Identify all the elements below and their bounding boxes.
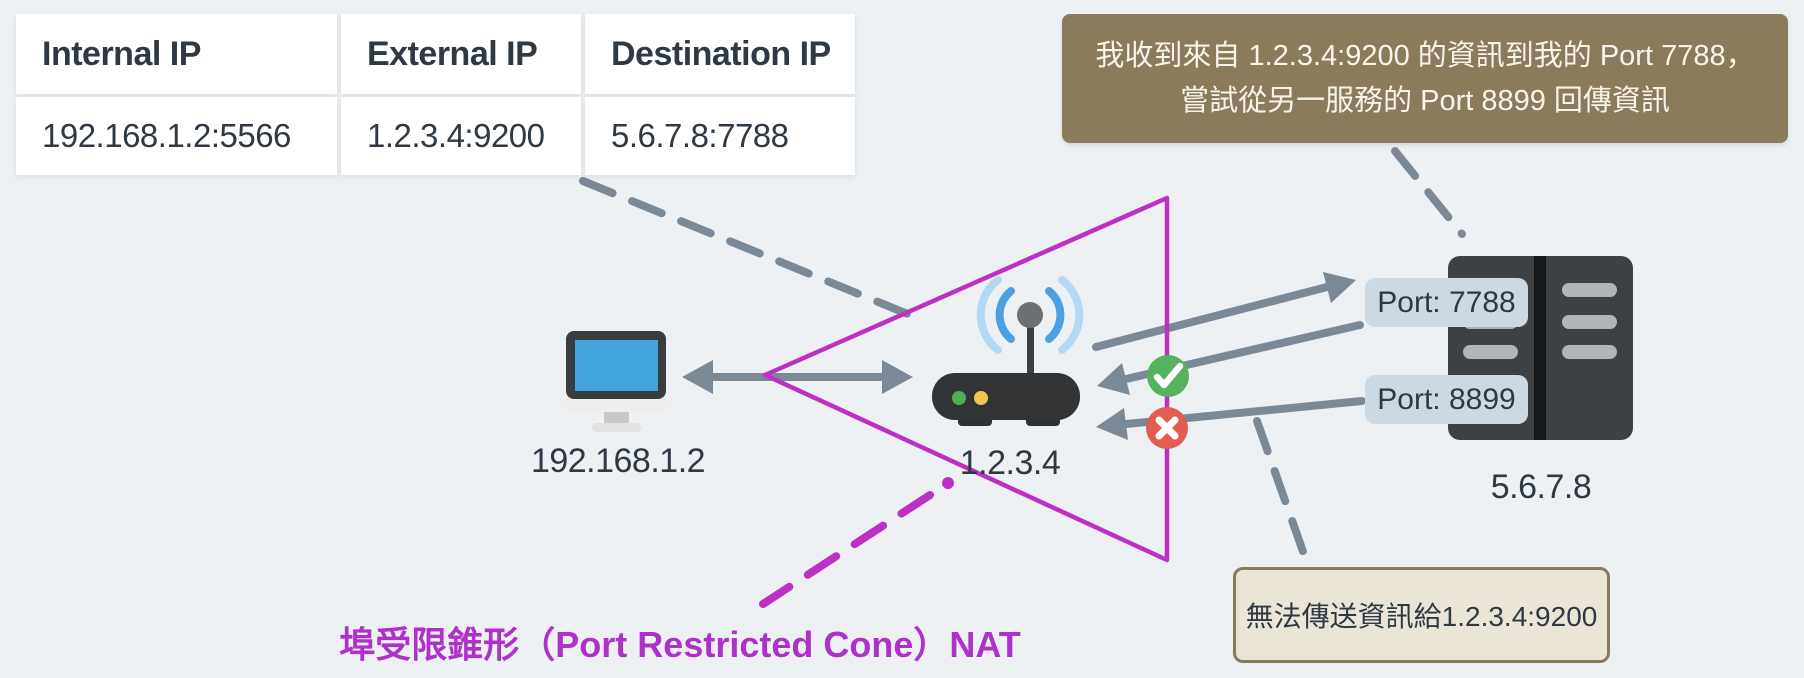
table-header-external-ip: External IP bbox=[341, 14, 581, 94]
router-led-green bbox=[952, 391, 966, 405]
cross-circle-icon bbox=[1146, 407, 1188, 449]
server-ip-label: 5.6.7.8 bbox=[1490, 468, 1592, 506]
server-slot bbox=[1562, 315, 1617, 329]
wifi-arc-left-inner bbox=[995, 287, 1015, 343]
server-slot bbox=[1562, 345, 1617, 359]
connector-note-to-arrow bbox=[1253, 417, 1310, 564]
router-ip-label: 1.2.3.4 bbox=[959, 444, 1061, 482]
monitor-stand-neck bbox=[604, 412, 629, 424]
arrow-router-to-port7788-shaft bbox=[1092, 283, 1331, 351]
server-slot bbox=[1463, 345, 1518, 359]
port-7788-badge: Port: 7788 bbox=[1365, 278, 1528, 327]
cross-mark bbox=[1155, 416, 1179, 440]
server-speech-line1: 我收到來自 1.2.3.4:9200 的資訊到我的 Port 7788， bbox=[1095, 39, 1755, 72]
blocked-note-box: 無法傳送資訊給1.2.3.4:9200 bbox=[1233, 567, 1610, 663]
arrow-port8899-to-router bbox=[1096, 397, 1366, 440]
client-ip-label: 192.168.1.2 bbox=[530, 442, 706, 480]
server-divider bbox=[1534, 256, 1546, 440]
monitor-stand-base bbox=[592, 423, 641, 432]
arrow-client-router-left-head bbox=[682, 360, 713, 394]
arrow-router-to-port7788-head bbox=[1323, 272, 1356, 303]
arrow-port7788-to-router-head bbox=[1097, 363, 1130, 395]
nat-pointer-dashed bbox=[759, 491, 934, 608]
wifi-arc-left-outer bbox=[976, 276, 1002, 354]
nat-type-title: 埠受限錐形（Port Restricted Cone）NAT bbox=[339, 624, 1021, 665]
arrow-client-router bbox=[682, 360, 913, 394]
table-cell-destination-ip: 5.6.7.8:7788 bbox=[585, 97, 855, 175]
wifi-arc-right-outer bbox=[1058, 276, 1084, 354]
server-slot bbox=[1562, 283, 1617, 297]
check-mark bbox=[1153, 362, 1184, 389]
table-cell-internal-ip: 192.168.1.2:5566 bbox=[16, 97, 337, 175]
arrow-router-to-port7788 bbox=[1092, 272, 1356, 351]
router-led-yellow bbox=[974, 391, 988, 405]
table-cell-external-ip: 1.2.3.4:9200 bbox=[341, 97, 581, 175]
table-header-internal-ip: Internal IP bbox=[16, 14, 337, 94]
check-circle-icon bbox=[1147, 355, 1189, 397]
nat-mapping-table: Internal IP External IP Destination IP 1… bbox=[16, 14, 855, 175]
nat-pointer-dot bbox=[942, 477, 954, 489]
table-header-destination-ip: Destination IP bbox=[585, 14, 855, 94]
desktop-computer-icon bbox=[566, 331, 666, 432]
server-speech-line2: 嘗試從另一服務的 Port 8899 回傳資訊 bbox=[1180, 84, 1670, 117]
connector-table-to-cone bbox=[579, 177, 914, 319]
arrow-port8899-to-router-head bbox=[1096, 408, 1128, 440]
monitor-screen bbox=[575, 340, 658, 391]
router-antenna-ball bbox=[1017, 302, 1043, 328]
wifi-router-icon bbox=[932, 276, 1084, 426]
router-antenna-stick bbox=[1027, 318, 1034, 380]
wifi-arc-right-inner bbox=[1045, 287, 1065, 343]
router-body bbox=[932, 373, 1080, 420]
port-8899-badge: Port: 8899 bbox=[1365, 375, 1528, 424]
server-speech-bubble: 我收到來自 1.2.3.4:9200 的資訊到我的 Port 7788， 嘗試從… bbox=[1062, 14, 1788, 143]
arrow-client-router-right-head bbox=[882, 360, 913, 394]
connector-speech-to-server bbox=[1391, 147, 1466, 238]
